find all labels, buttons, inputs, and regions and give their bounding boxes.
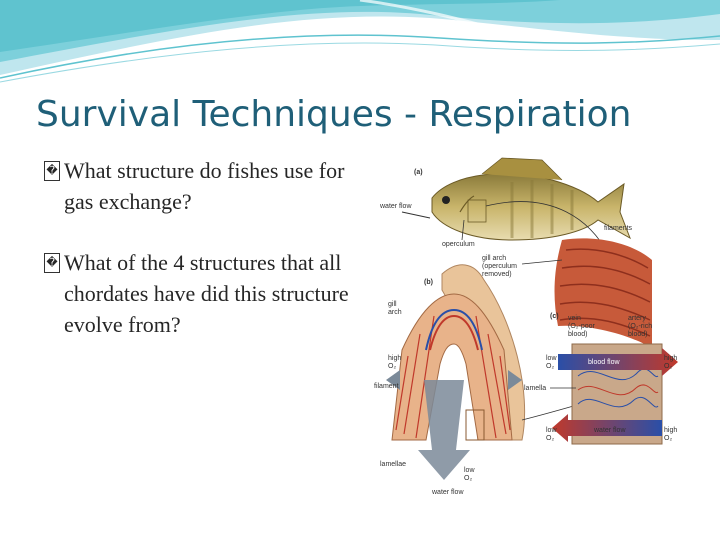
bullet-marker: � [44,161,60,181]
artery-label-1: artery [628,315,646,322]
high-o2-label-c-top: high [664,355,677,362]
o2-label-c-top-left: O₂ [546,363,554,370]
vein-label-2: (O₂-poor [568,323,596,330]
bullet-text: What of the 4 structures that all chorda… [64,250,349,337]
water-flow-label-c: water flow [593,427,626,434]
gill-arch-label-2: arch [388,309,402,316]
lamellae-label: lamellae [380,461,406,468]
low-o2-label-c-bottom: low [546,427,557,434]
bullet-item: � What of the 4 structures that all chor… [44,247,354,340]
gill-arch-removed-label-3: removed) [482,271,512,278]
panel-b-label: (b) [424,279,433,286]
operculum-label: operculum [442,241,475,248]
blood-flow-label: blood flow [588,359,620,366]
gill-arch-removed-label-2: (operculum [482,263,517,270]
bullet-marker: � [44,253,60,273]
artery-label-2: (O₂-rich [628,323,652,330]
water-flow-label-a: water flow [379,203,412,210]
panel-c-label: (c) [550,313,559,320]
high-o2-label-c-bottom: high [664,427,677,434]
bullet-list: � What structure do fishes use for gas e… [44,155,354,370]
o2-label-c-top-right: O₂ [664,363,672,370]
fish-gill-diagram: (a) water flow operculum filaments gill … [362,150,696,506]
water-flow-label-bottom: water flow [431,489,464,496]
lamella-label: lamella [524,385,546,392]
o2-label-c-bottom-left: O₂ [546,435,554,442]
low-o2-label-bottom-1: low [464,467,475,474]
vein-label-1: vein [568,315,581,322]
slide-title: Survival Techniques - Respiration [36,94,632,135]
fish-illustration [431,157,631,241]
header-wave-decoration [0,0,720,83]
high-o2-label-left-1: high [388,355,401,362]
gill-arch-illustration [386,264,526,480]
vein-label-3: blood) [568,331,587,338]
panel-a-label: (a) [414,169,423,176]
filament-label: filament [374,383,399,390]
bullet-text: What structure do fishes use for gas exc… [64,158,345,214]
artery-label-3: blood) [628,331,647,338]
lamella-illustration [552,343,678,445]
o2-label-c-bottom-right: O₂ [664,435,672,442]
low-o2-label-bottom-2: O₂ [464,475,472,482]
gill-arch-label-1: gill [388,301,397,308]
low-o2-label-c-top: low [546,355,557,362]
high-o2-label-left-2: O₂ [388,363,396,370]
filaments-label: filaments [604,225,633,232]
gill-filaments-illustration [554,238,652,348]
gill-arch-removed-label-1: gill arch [482,255,506,262]
bullet-item: � What structure do fishes use for gas e… [44,155,354,217]
